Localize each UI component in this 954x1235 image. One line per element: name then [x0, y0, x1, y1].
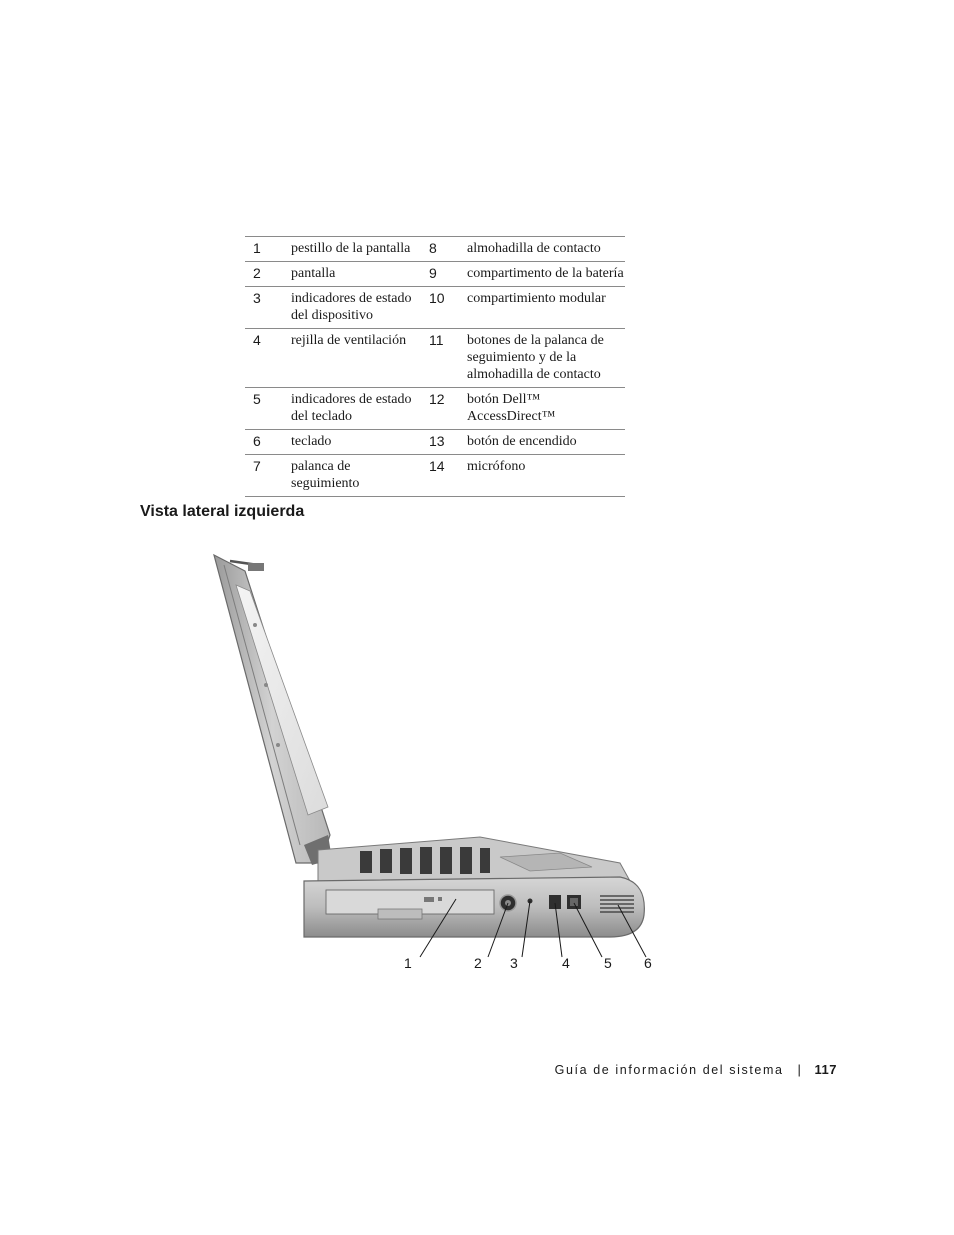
item-number: 11: [421, 328, 467, 388]
item-label: botón de encendido: [467, 429, 625, 455]
air-vent: [600, 895, 634, 913]
legend-row: 6 teclado 13 botón de encendido: [245, 429, 625, 455]
keyboard-keys: [360, 847, 490, 874]
item-number: 7: [245, 454, 291, 497]
display-latch: [248, 563, 264, 571]
callout-3: 3: [510, 955, 518, 971]
item-number: 4: [245, 328, 291, 388]
legend-row: 3 indicadores de estado del dispositivo …: [245, 286, 625, 329]
legend-row: 5 indicadores de estado del teclado 12 b…: [245, 387, 625, 430]
callout-line-6: [617, 904, 647, 958]
item-number: 12: [421, 387, 467, 430]
section-heading: Vista lateral izquierda: [140, 503, 305, 520]
item-label: micrófono: [467, 454, 625, 497]
page-number: 117: [814, 1062, 837, 1077]
callout-line-3: [521, 900, 531, 958]
callout-line-4: [554, 902, 563, 958]
item-number: 9: [421, 261, 467, 287]
item-label: botón Dell™ AccessDirect™: [467, 387, 625, 430]
keyboard-deck: [317, 836, 631, 884]
touch-pad: [499, 852, 593, 872]
legend-row: 2 pantalla 9 compartimento de la batería: [245, 261, 625, 287]
legend-row: 4 rejilla de ventilación 11 botones de l…: [245, 328, 625, 388]
callout-line-1: [419, 898, 457, 958]
item-number: 14: [421, 454, 467, 497]
item-label: compartimento de la batería: [467, 261, 625, 287]
page-footer: Guía de información del sistema | 117: [555, 1062, 837, 1077]
legend-table: 1 pestillo de la pantalla 8 almohadilla …: [245, 236, 625, 497]
legend-row: 1 pestillo de la pantalla 8 almohadilla …: [245, 236, 625, 262]
callout-2: 2: [474, 955, 482, 971]
item-number: 10: [421, 286, 467, 329]
item-label: pestillo de la pantalla: [291, 236, 421, 262]
item-label: teclado: [291, 429, 421, 455]
callout-1: 1: [404, 955, 412, 971]
item-number: 13: [421, 429, 467, 455]
laptop-left-side-illustration: 1 2 3 4 5 6: [213, 553, 652, 971]
item-label: indicadores de estado del dispositivo: [291, 286, 421, 329]
item-number: 8: [421, 236, 467, 262]
callout-6: 6: [644, 955, 652, 971]
modem-port: [549, 895, 561, 909]
callout-line-5: [573, 902, 603, 958]
callout-4: 4: [562, 955, 570, 971]
callout-line-2: [487, 902, 509, 958]
item-number: 1: [245, 236, 291, 262]
item-number: 5: [245, 387, 291, 430]
item-label: compartimiento modular: [467, 286, 625, 329]
guide-title: Guía de información del sistema: [554, 1062, 784, 1077]
callout-5: 5: [604, 955, 612, 971]
item-label: indicadores de estado del teclado: [291, 387, 421, 430]
item-number: 6: [245, 429, 291, 455]
item-label: botones de la palanca de seguimiento y d…: [467, 328, 625, 388]
item-label: palanca de seguimiento: [291, 454, 421, 497]
footer-separator: |: [797, 1062, 803, 1077]
bay-release-latch: [377, 908, 423, 920]
item-number: 3: [245, 286, 291, 329]
legend-row: 7 palanca de seguimiento 14 micrófono: [245, 454, 625, 497]
item-label: almohadilla de contacto: [467, 236, 625, 262]
item-label: rejilla de ventilación: [291, 328, 421, 388]
item-number: 2: [245, 261, 291, 287]
lid-outer: [213, 553, 331, 864]
item-label: pantalla: [291, 261, 421, 287]
display-screen: [235, 584, 329, 816]
